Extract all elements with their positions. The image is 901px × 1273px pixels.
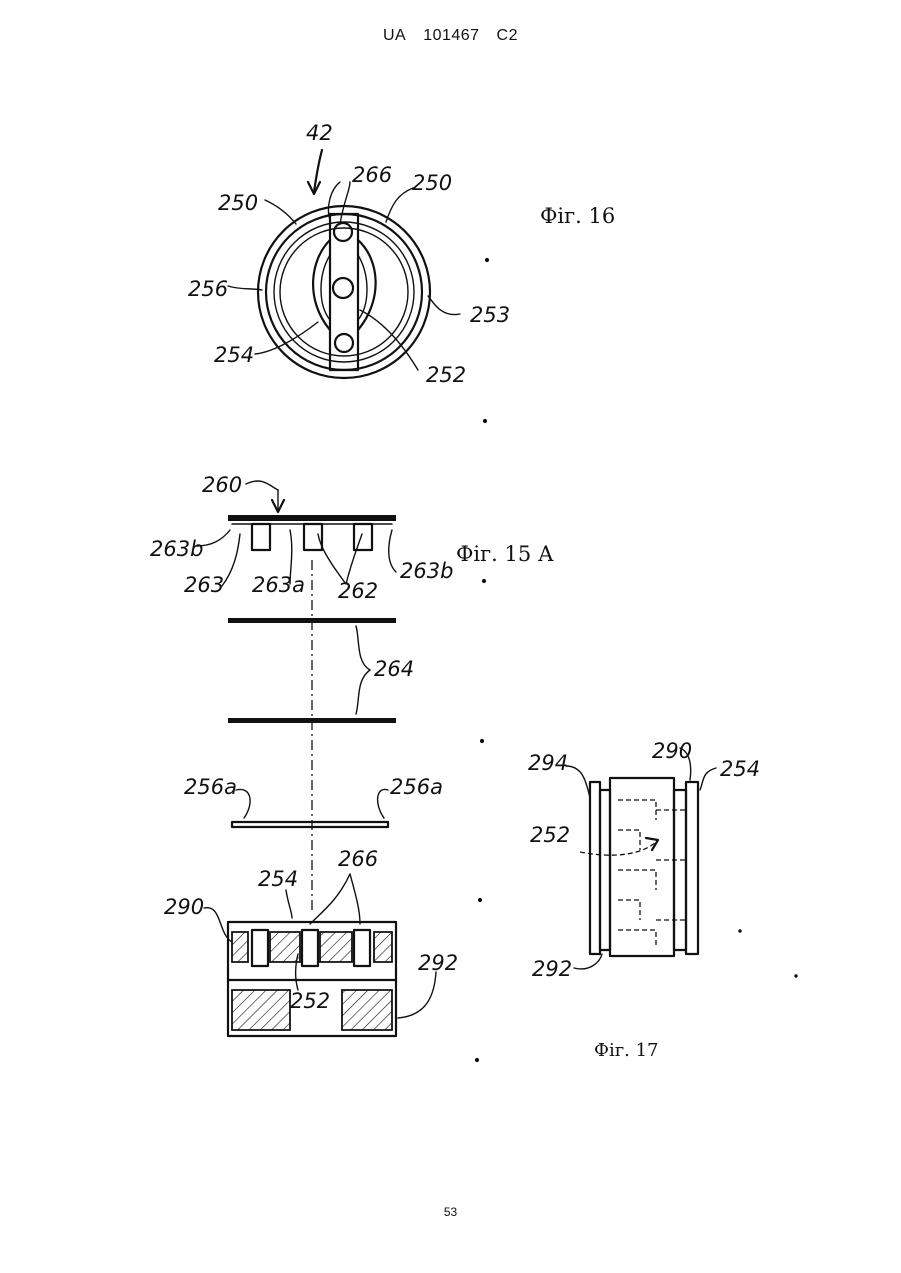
speck <box>795 975 797 977</box>
fig16-label-250-left: 250 <box>218 191 258 215</box>
speck <box>478 898 481 901</box>
fig17-label-292: 292 <box>532 957 572 981</box>
fig16-label-266: 266 <box>352 163 392 187</box>
fig15a-label-252: 252 <box>290 989 330 1013</box>
fig15a-label-266: 266 <box>338 847 378 871</box>
fig17-label-294: 294 <box>528 751 568 775</box>
fig15a-label-254: 254 <box>258 867 298 891</box>
figure-17-drawing: 290 254 294 252 292 <box>528 739 760 981</box>
fig15a-label-263: 263 <box>184 573 224 597</box>
fig15a-label-263a: 263a <box>252 573 305 597</box>
figure-16-caption: Фіг. 16 <box>540 204 615 228</box>
speck <box>475 1058 478 1061</box>
speck <box>485 258 488 261</box>
speck <box>739 930 741 932</box>
fig16-label-252: 252 <box>426 363 466 387</box>
fig15a-label-264: 264 <box>374 657 414 681</box>
fig16-label-254: 254 <box>214 343 254 367</box>
fig15a-label-256a-right: 256a <box>390 775 443 799</box>
fig15a-label-292: 292 <box>418 951 458 975</box>
fig16-label-256: 256 <box>188 277 228 301</box>
figure-17-caption: Фіг. 17 <box>594 1040 658 1061</box>
figure-15a-caption: Фіг. 15 А <box>456 542 554 566</box>
speck <box>480 739 483 742</box>
fig16-label-253: 253 <box>470 303 510 327</box>
fig17-label-290: 290 <box>652 739 692 763</box>
fig15a-label-260: 260 <box>202 473 242 497</box>
figure-16-drawing: 42 266 250 250 256 253 254 252 <box>188 121 510 387</box>
fig15a-label-290: 290 <box>164 895 204 919</box>
page-number: 53 <box>0 1205 901 1219</box>
fig15a-label-263b-right: 263b <box>400 559 453 583</box>
fig16-label-42: 42 <box>306 121 333 145</box>
figure-15a-drawing: 260 263b 263 263a 262 263b 264 256a 256a… <box>150 473 458 1036</box>
fig15a-label-256a-left: 256a <box>184 775 237 799</box>
fig15a-label-262: 262 <box>338 579 378 603</box>
fig17-label-254: 254 <box>720 757 760 781</box>
fig15a-label-263b-left: 263b <box>150 537 203 561</box>
fig16-label-250-right: 250 <box>412 171 452 195</box>
fig17-label-252: 252 <box>530 823 570 847</box>
speck <box>482 579 485 582</box>
speck <box>483 419 486 422</box>
